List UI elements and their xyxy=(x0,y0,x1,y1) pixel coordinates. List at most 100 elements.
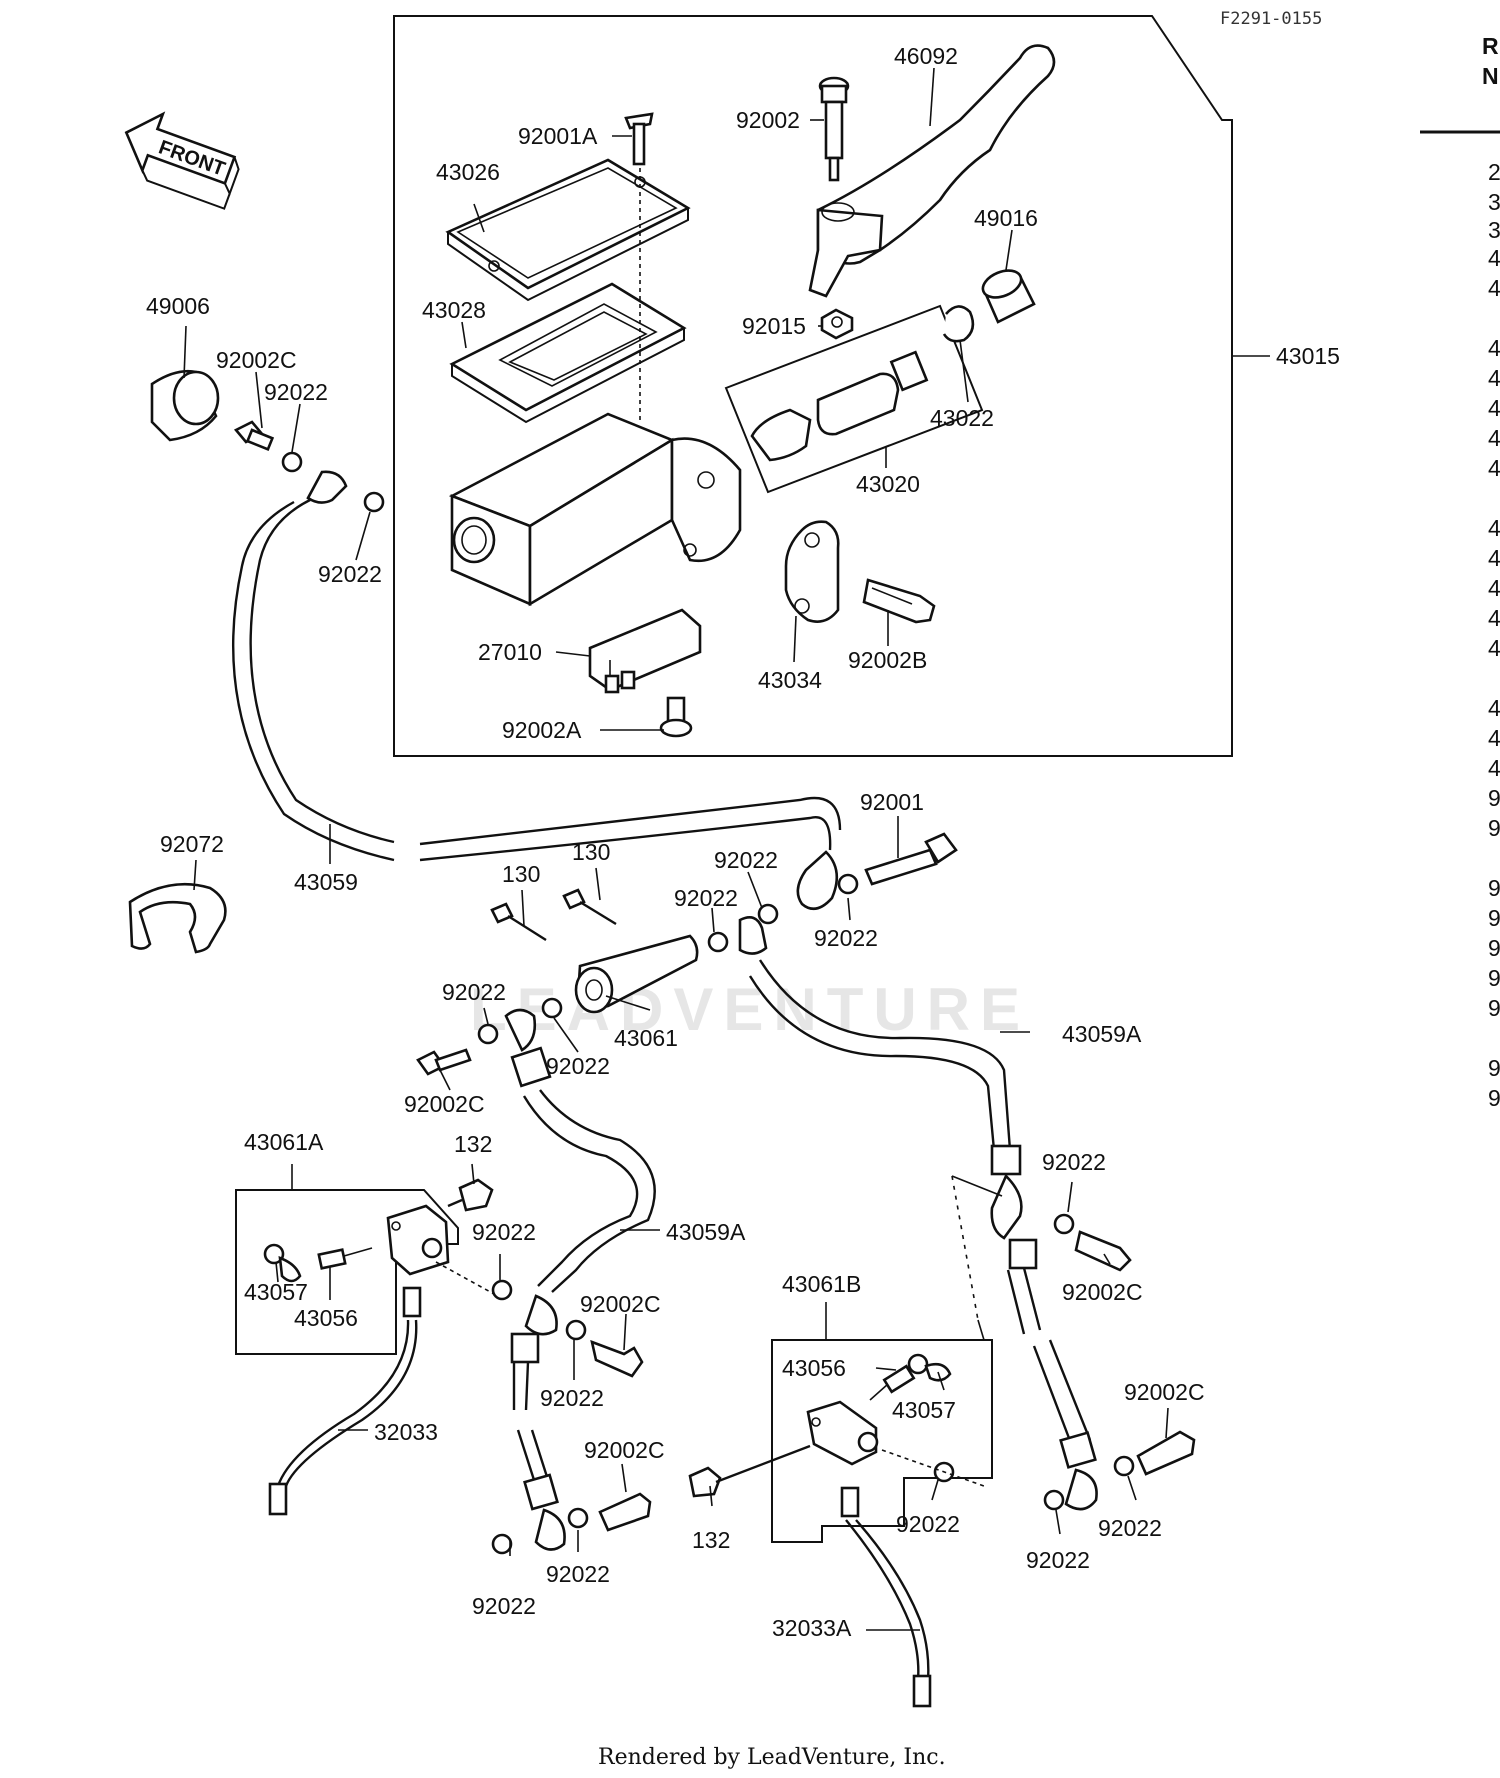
label-92022-low-1: 92022 xyxy=(546,1561,610,1587)
label-32033A: 32033A xyxy=(772,1615,852,1641)
washer-joint-1 xyxy=(707,931,729,953)
hose-clamp xyxy=(128,882,227,954)
three-way-joint-A xyxy=(386,1204,450,1276)
label-92022-far-right: 92022 xyxy=(1098,1515,1162,1541)
brake-joint xyxy=(574,934,699,1014)
washer-top-2 xyxy=(363,491,385,513)
washer-left-2 xyxy=(541,997,563,1019)
dust-boot xyxy=(981,269,1036,324)
three-way-joint-B xyxy=(806,1400,879,1466)
washer-right-1 xyxy=(1053,1213,1075,1235)
washer-right-3 xyxy=(1113,1455,1135,1477)
screw-92001A xyxy=(624,112,654,166)
side-column-entry: 4 xyxy=(1488,365,1500,391)
label-92022-B: 92022 xyxy=(896,1511,960,1537)
bolt-130-left xyxy=(490,902,547,942)
brake-pipe-32033 xyxy=(268,1286,422,1516)
nut-92015 xyxy=(820,308,854,340)
side-column-entry: 4 xyxy=(1488,455,1500,481)
label-43057-B: 43057 xyxy=(892,1397,956,1423)
label-92072: 92072 xyxy=(160,831,224,857)
brake-lever xyxy=(808,44,1056,298)
side-column-entry: 4 xyxy=(1488,335,1500,361)
side-column-entry: 4 xyxy=(1488,695,1500,721)
label-43020: 43020 xyxy=(856,471,920,497)
label-92022-right-top: 92022 xyxy=(1042,1149,1106,1175)
label-43059A-left: 43059A xyxy=(666,1219,746,1245)
bolt-130-right xyxy=(562,888,617,926)
banjo-bolt-top xyxy=(233,420,275,452)
bolt-132-right xyxy=(688,1444,811,1498)
brake-hose-43059 xyxy=(231,470,842,911)
label-49006: 49006 xyxy=(146,293,210,319)
label-92022-top: 92022 xyxy=(264,379,328,405)
label-46092: 46092 xyxy=(894,43,958,69)
label-92022-mid: 92022 xyxy=(540,1385,604,1411)
leader-lines xyxy=(183,67,1169,1631)
side-column-entry: 9 xyxy=(1488,905,1500,931)
label-92002C-left: 92002C xyxy=(404,1091,485,1117)
label-43056-B: 43056 xyxy=(782,1355,846,1381)
label-43061A: 43061A xyxy=(244,1129,324,1155)
banjo-bolt-left-2 xyxy=(590,1339,644,1378)
label-92002C-right: 92002C xyxy=(1062,1279,1143,1305)
washer-right-2 xyxy=(1043,1489,1065,1511)
piston-assembly xyxy=(724,304,984,494)
side-column-entry: 9 xyxy=(1488,815,1500,841)
master-cylinder-box xyxy=(393,15,1233,757)
side-column-entry: 4 xyxy=(1488,425,1500,451)
label-43034: 43034 xyxy=(758,667,822,693)
diaphragm xyxy=(449,282,687,424)
side-column-entry: 9 xyxy=(1488,785,1500,811)
label-92002C-mid: 92002C xyxy=(580,1291,661,1317)
banjo-bolt-right-2 xyxy=(1136,1430,1196,1476)
side-header-2: N xyxy=(1482,63,1499,89)
clamp-bolt xyxy=(862,578,936,624)
brake-hose-lower-right xyxy=(1032,1339,1098,1511)
side-column-entry: 4 xyxy=(1488,635,1500,661)
box-43061B xyxy=(771,1339,993,1543)
ref-code: F2291-0155 xyxy=(1220,9,1322,29)
label-92022-low-2: 92022 xyxy=(472,1593,536,1619)
front-arrow-icon: FRONT xyxy=(124,111,240,210)
label-43059: 43059 xyxy=(294,869,358,895)
label-132-right: 132 xyxy=(692,1527,730,1553)
washer-left-5 xyxy=(491,1533,513,1555)
side-column-entry: 4 xyxy=(1488,575,1500,601)
leader-right-b xyxy=(951,1175,979,1321)
brake-hose-lower-left xyxy=(516,1429,566,1551)
washer-joint-2 xyxy=(757,903,779,925)
label-43015: 43015 xyxy=(1276,343,1340,369)
label-92015: 92015 xyxy=(742,313,806,339)
footer-credit: Rendered by LeadVenture, Inc. xyxy=(598,1745,946,1770)
washer-left-6 xyxy=(567,1507,589,1529)
label-92002C-low: 92002C xyxy=(584,1437,665,1463)
brake-pipe-32033A xyxy=(840,1486,932,1708)
washer-92001 xyxy=(837,873,859,895)
label-32033: 32033 xyxy=(374,1419,438,1445)
label-92002A: 92002A xyxy=(502,717,582,743)
label-92001: 92001 xyxy=(860,789,924,815)
side-column-entry: 9 xyxy=(1488,995,1500,1021)
side-column-entry: 4 xyxy=(1488,725,1500,751)
side-column-entry: 4 xyxy=(1488,605,1500,631)
label-92002B: 92002B xyxy=(848,647,927,673)
leader-right-c xyxy=(977,1319,985,1341)
label-92002: 92002 xyxy=(736,107,800,133)
side-column-entry: 4 xyxy=(1488,245,1500,271)
label-43026: 43026 xyxy=(436,159,500,185)
label-27010: 27010 xyxy=(478,639,542,665)
brake-light-switch xyxy=(588,608,702,694)
label-92022-bolt: 92022 xyxy=(814,925,878,951)
washer-left-3 xyxy=(491,1279,513,1301)
side-column-entry: 4 xyxy=(1488,515,1500,541)
bleeder-cap-A xyxy=(263,1243,302,1283)
bleeder-A xyxy=(317,1247,373,1270)
circlip xyxy=(942,305,975,343)
side-column-entry: 9 xyxy=(1488,1085,1500,1111)
side-column-entry: 4 xyxy=(1488,545,1500,571)
side-column-entry: 4 xyxy=(1488,395,1500,421)
label-43061: 43061 xyxy=(614,1025,678,1051)
